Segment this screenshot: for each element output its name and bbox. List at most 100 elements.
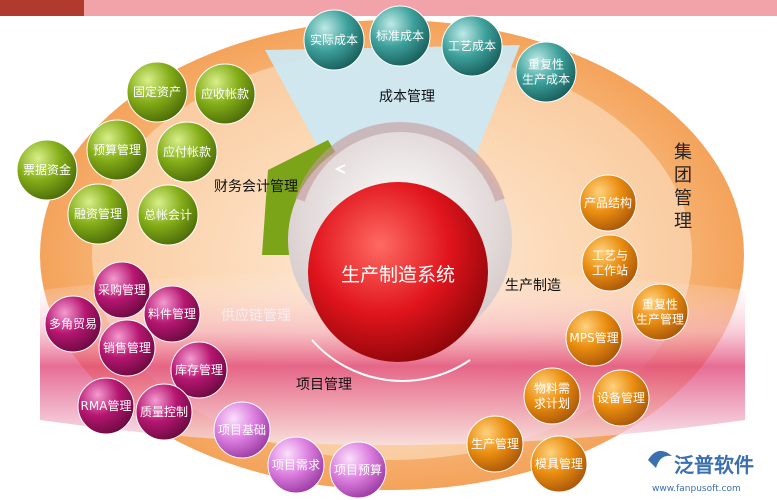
supply-module-4[interactable]: 销售管理 [98,319,156,377]
module-bubble[interactable] [194,63,256,125]
finance-module-3[interactable]: 预算管理 [86,119,148,181]
module-label: 求计划 [534,397,570,411]
module-label: 预算管理 [93,142,141,157]
module-bubble[interactable] [137,184,199,246]
module-bubble[interactable] [579,174,637,232]
module-label: 生产管理 [471,436,519,451]
module-label: 固定资产 [133,84,181,99]
section-production-label: 生产制造 [505,278,561,294]
module-label: 总帐会计 [144,207,192,222]
project-module-3[interactable]: 项目预算 [329,441,387,499]
logo-url: www.fanpusoft.com [652,484,741,494]
logo-text: 泛普软件 [674,453,754,477]
module-bubble[interactable] [86,119,148,181]
module-bubble[interactable] [93,261,151,319]
module-label: 项目预算 [334,462,382,477]
module-bubble[interactable] [77,377,135,435]
finance-module-1[interactable]: 固定资产 [126,61,188,123]
module-label: 应付帐款 [163,144,211,159]
arrow-icon [334,164,346,174]
production-module-6[interactable]: 设备管理 [592,369,650,427]
module-label: 融资管理 [74,206,122,221]
center-arc-lower [311,339,471,382]
group-label-char-2: 团 [674,165,692,186]
module-label: 料件管理 [148,306,196,321]
module-bubble[interactable] [581,234,639,292]
module-label: 多角贸易 [49,317,97,331]
production-module-8[interactable]: 模具管理 [530,435,588,493]
production-module-1[interactable]: 产品结构 [579,174,637,232]
module-label: 生产管理 [636,312,684,327]
center-arc-upper [295,122,505,202]
module-bubble[interactable] [135,383,193,441]
finance-module-7[interactable]: 总帐会计 [137,184,199,246]
module-bubble[interactable] [267,436,325,494]
finance-module-6[interactable]: 融资管理 [67,183,129,245]
module-bubble[interactable] [98,319,156,377]
group-label-char-3: 管 [674,188,692,209]
finance-module-2[interactable]: 应收帐款 [194,63,256,125]
project-module-2[interactable]: 项目需求 [267,436,325,494]
module-bubble[interactable] [523,367,581,425]
module-label: 工作站 [592,264,628,278]
module-label: 采购管理 [98,282,146,297]
module-label: 项目基础 [218,423,266,437]
finance-module-4[interactable]: 应付帐款 [156,121,218,183]
module-label: 重复性 [642,298,678,312]
module-label: 销售管理 [103,340,151,355]
supply-module-7[interactable]: 质量控制 [135,383,193,441]
module-bubble[interactable] [143,285,201,343]
group-label: 集 团 管 理 [674,142,692,232]
supply-module-6[interactable]: RMA管理 [77,377,135,435]
project-module-1[interactable]: 项目基础 [213,401,271,459]
module-bubble[interactable] [213,401,271,459]
module-bubble[interactable] [44,295,102,353]
production-module-7[interactable]: 生产管理 [466,415,524,473]
module-label: 产品结构 [584,195,632,210]
center-label: 生产制造系统 [341,264,455,286]
supply-module-5[interactable]: 库存管理 [170,341,228,399]
module-label: RMA管理 [81,398,132,413]
module-bubble[interactable] [565,309,623,367]
center-sphere [308,182,488,362]
module-label: 应收帐款 [201,86,249,101]
supply-module-3[interactable]: 料件管理 [143,285,201,343]
module-label: 项目需求 [272,458,320,472]
cost-module-2[interactable]: 标准成本 [369,5,431,67]
production-module-4[interactable]: MPS管理 [565,309,623,367]
supply-module-2[interactable]: 多角贸易 [44,295,102,353]
section-finance-label: 财务会计管理 [214,179,298,195]
module-bubble[interactable] [126,61,188,123]
module-label: 票据资金 [23,162,71,177]
module-bubble[interactable] [631,283,689,341]
top-left-banner [0,0,84,16]
module-bubble[interactable] [466,415,524,473]
module-label: 工艺成本 [448,39,496,53]
module-label: 质量控制 [140,405,188,419]
module-bubble[interactable] [67,183,129,245]
cost-module-3[interactable]: 工艺成本 [441,15,503,77]
module-bubble[interactable] [515,41,577,103]
module-label: 物料需 [534,382,570,396]
finance-module-5[interactable]: 票据资金 [16,139,78,201]
module-bubble[interactable] [329,441,387,499]
module-label: 设备管理 [597,390,645,405]
module-bubble[interactable] [369,5,431,67]
module-bubble[interactable] [530,435,588,493]
module-bubble[interactable] [16,139,78,201]
module-bubble[interactable] [156,121,218,183]
module-bubble[interactable] [303,9,365,71]
module-label: 工艺与 [592,249,628,263]
module-bubbles: 实际成本标准成本工艺成本重复性生产成本固定资产应收帐款预算管理应付帐款票据资金融… [16,5,689,499]
module-bubble[interactable] [592,369,650,427]
module-bubble[interactable] [170,341,228,399]
module-bubble[interactable] [441,15,503,77]
module-label: 生产成本 [522,73,570,87]
cost-module-1[interactable]: 实际成本 [303,9,365,71]
supply-module-1[interactable]: 采购管理 [93,261,151,319]
